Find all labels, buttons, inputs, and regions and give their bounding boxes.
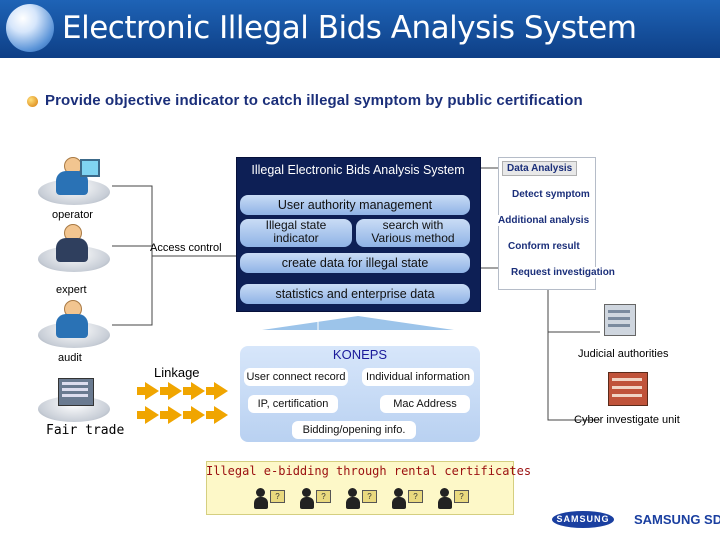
cyber-investigate-label: Cyber investigate unit <box>574 414 680 426</box>
samsung-logo: SAMSUNG <box>552 511 614 528</box>
actor-bracket-line <box>112 185 153 326</box>
search-line1: search with <box>382 218 444 232</box>
arrow-right-icon <box>168 406 182 424</box>
judicial-building-icon <box>600 300 640 340</box>
individual-information-tag: Individual information <box>362 368 474 386</box>
user-connect-record-tag: User connect record <box>244 368 348 386</box>
flow-request-investigation: Request investigation <box>511 267 615 278</box>
linkage-label: Linkage <box>154 365 200 380</box>
operator-label: operator <box>52 209 93 221</box>
koneps-title: KONEPS <box>332 347 388 362</box>
judicial-authorities-label: Judicial authorities <box>578 348 669 360</box>
bullet-icon <box>27 96 38 107</box>
arrow-right-icon <box>168 382 182 400</box>
arrow-right-icon <box>214 406 228 424</box>
bidder-icon: ? <box>438 488 470 512</box>
arrow-right-icon <box>214 382 228 400</box>
indicator-line2: indicator <box>273 231 319 245</box>
page-title: Electronic Illegal Bids Analysis System <box>62 10 637 46</box>
ip-certification-tag: IP, certification <box>248 395 338 413</box>
statistics-pill: statistics and enterprise data <box>240 284 470 304</box>
mac-address-tag: Mac Address <box>380 395 470 413</box>
flow-additional-analysis: Additional analysis <box>498 215 590 226</box>
monitor-icon <box>80 159 100 177</box>
arrow-right-icon <box>191 406 205 424</box>
rental-certificates-label: Illegal e-bidding through rental certifi… <box>206 464 532 478</box>
bidder-icon: ? <box>300 488 332 512</box>
samsung-sds-logo: SAMSUNG SDS <box>634 512 720 527</box>
create-data-pill: create data for illegal state <box>240 253 470 273</box>
audit-label: audit <box>58 352 82 364</box>
flow-data-analysis: Data Analysis <box>502 161 578 176</box>
bidding-opening-tag: Bidding/opening info. <box>292 421 416 439</box>
arrow-right-icon <box>145 382 159 400</box>
fair-trade-building <box>38 372 112 422</box>
bidder-icon: ? <box>392 488 424 512</box>
bidder-icon: ? <box>254 488 286 512</box>
access-control-label: Access control <box>150 242 222 254</box>
flow-conform-result: Conform result <box>508 241 580 252</box>
search-method-pill: search with Various method <box>356 219 470 247</box>
expert-label: expert <box>56 284 87 296</box>
analysis-system-title: Illegal Electronic Bids Analysis System <box>251 163 465 177</box>
audit-figure <box>38 298 112 350</box>
arrow-right-icon <box>145 406 159 424</box>
illegal-state-indicator-pill: Illegal state indicator <box>240 219 352 247</box>
user-authority-pill: User authority management <box>240 195 470 215</box>
upward-arrow <box>262 316 454 330</box>
header-bar <box>0 0 720 58</box>
expert-figure <box>38 222 112 274</box>
bidder-icon: ? <box>346 488 378 512</box>
subtitle: Provide objective indicator to catch ill… <box>45 92 583 109</box>
globe-icon <box>6 4 54 52</box>
flow-detect-symptom: Detect symptom <box>512 189 590 200</box>
cyber-building-icon <box>606 368 650 410</box>
operator-figure <box>38 155 112 207</box>
search-line2: Various method <box>371 231 455 245</box>
arrow-right-icon <box>191 382 205 400</box>
fair-trade-label: Fair trade <box>46 423 125 438</box>
indicator-line1: Illegal state <box>265 218 327 232</box>
